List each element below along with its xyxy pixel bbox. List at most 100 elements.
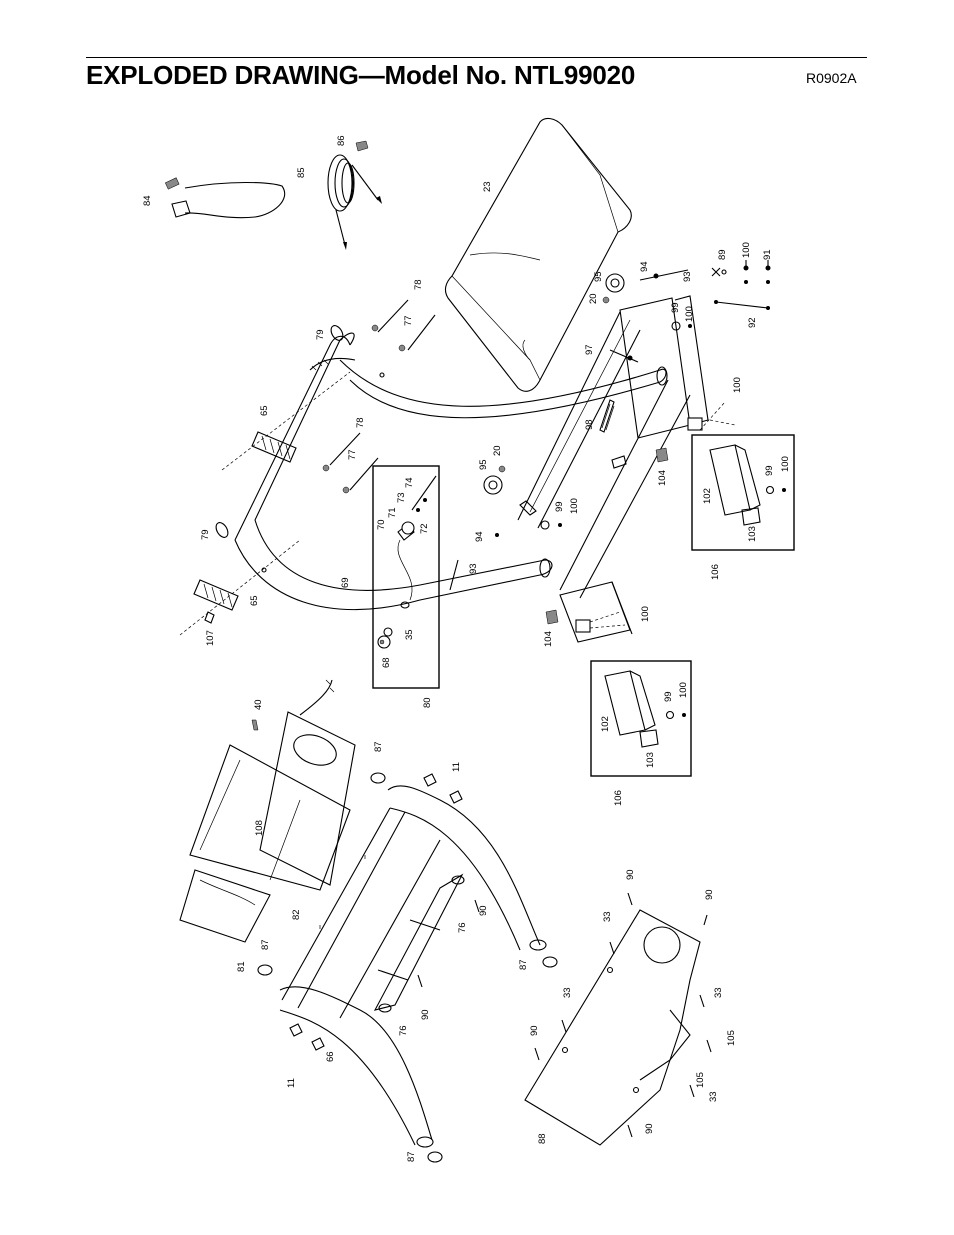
label-100g: 100 [678,682,689,698]
label-99c: 99 [764,465,775,476]
label-33b: 33 [713,987,724,998]
label-80: 80 [422,697,433,708]
label-84: 84 [142,195,153,206]
drawing-code: R0902A [806,70,857,86]
part-87-caps [257,772,558,1163]
label-79b: 79 [200,529,211,540]
part-86-clip [355,140,369,152]
label-94b: 94 [474,531,485,542]
label-93a: 93 [682,271,693,282]
part-70-74-roller [397,475,437,541]
part-40-wire [251,679,335,731]
part-95-pulley-rear [602,273,625,304]
box-106-lower-outline [590,660,692,777]
label-100f: 100 [640,606,651,622]
label-90b: 90 [420,1009,431,1020]
label-105b: 105 [695,1072,706,1088]
part-102-103-lower [604,670,686,748]
part-104-pad-front [545,609,559,625]
part-65-grip-lower [193,579,239,611]
label-90d: 90 [704,889,715,900]
label-77b: 77 [347,449,358,460]
label-99a: 99 [670,302,681,313]
label-97: 97 [584,344,595,355]
label-65b: 65 [249,595,260,606]
label-87a: 87 [373,741,384,752]
label-74: 74 [404,477,415,488]
label-99b: 99 [554,501,565,512]
label-86: 86 [336,135,347,146]
label-107: 107 [205,630,216,646]
label-90c: 90 [625,869,636,880]
label-70: 70 [376,519,387,530]
base-frame [517,295,709,643]
label-108: 108 [254,820,265,836]
label-103a: 103 [747,526,758,542]
part-85-cord [327,154,382,250]
label-102a: 102 [702,488,713,504]
label-87c: 87 [518,959,529,970]
label-81: 81 [236,961,247,972]
label-90a: 90 [478,905,489,916]
label-87b: 87 [260,939,271,950]
label-78b: 78 [355,417,366,428]
label-100a: 100 [741,242,752,258]
part-90-33-screws [417,892,712,1138]
box-106-upper-outline [691,434,795,551]
part-69-upright [234,332,668,611]
part-91-bolts [743,260,771,284]
label-106a: 106 [710,564,721,580]
header-rule [86,57,867,58]
label-78a: 78 [413,279,424,290]
label-65a: 65 [259,405,270,416]
label-100b: 100 [684,306,695,322]
label-100d: 100 [569,498,580,514]
label-94a: 94 [639,261,650,272]
label-102b: 102 [600,716,611,732]
label-71: 71 [387,507,398,518]
part-92-rod [714,300,770,310]
label-69: 69 [340,577,351,588]
label-11b: 11 [286,1078,297,1088]
label-100c: 100 [732,377,743,393]
part-65-grip-upper [251,431,297,463]
part-108-console [189,711,356,891]
part-76-rollers [373,873,465,1013]
label-76a: 76 [457,922,468,933]
part-81-bottom-cover [179,869,271,943]
label-104b: 104 [543,631,554,647]
label-40: 40 [253,699,264,710]
label-23: 23 [482,181,493,192]
label-85: 85 [296,167,307,178]
label-20a: 20 [588,293,599,304]
part-84-strap [164,177,285,219]
part-102-103-upper [709,444,786,526]
part-99-100-washer-rear [671,321,692,331]
label-95a: 95 [593,271,604,282]
label-98: 98 [584,419,595,430]
box-80-outline [372,465,440,689]
label-66: 66 [325,1051,336,1062]
part-78-77-upper [371,299,436,352]
part-35-68-wheel [377,627,393,649]
label-11a: 11 [451,762,462,772]
label-90e: 90 [529,1025,540,1036]
part-93-94-bolt-rear [639,269,689,281]
label-82: 82 [291,909,302,920]
label-20b: 20 [492,445,503,456]
part-89-key [711,267,727,277]
label-89: 89 [717,249,728,260]
page-title: EXPLODED DRAWING—Model No. NTL99020 [86,60,636,90]
label-33a: 33 [602,911,613,922]
label-92: 92 [747,317,758,328]
part-98-spring [599,399,615,433]
part-99-100-washer-front [519,500,562,530]
label-104a: 104 [657,470,668,486]
label-88: 88 [537,1133,548,1144]
label-79a: 79 [315,329,326,340]
part-104-pad-rear [655,447,669,463]
label-76b: 76 [398,1025,409,1036]
part-79-cap-lower [215,522,229,538]
part-88-base-plate [524,909,701,1146]
